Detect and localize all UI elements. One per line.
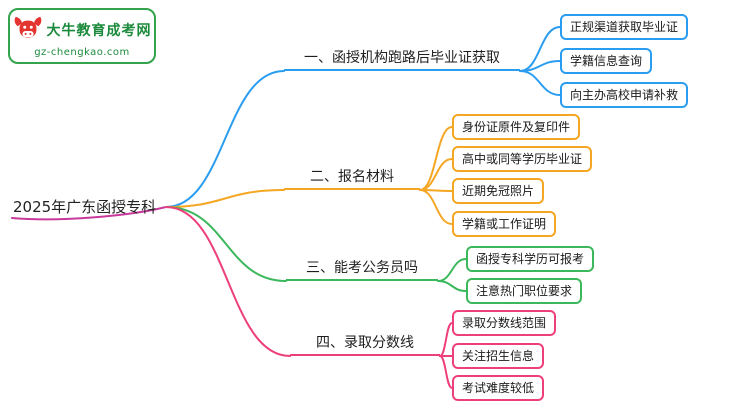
site-logo[interactable]: 大牛教育成考网 gz-chengkao.com bbox=[8, 8, 156, 64]
logo-subtitle: gz-chengkao.com bbox=[34, 46, 130, 58]
child-node: 学籍信息查询 bbox=[560, 48, 653, 74]
child-node: 函授专科学历可报考 bbox=[466, 246, 595, 272]
child-node: 高中或同等学历毕业证 bbox=[452, 146, 593, 172]
logo-title: 大牛教育成考网 bbox=[46, 22, 152, 39]
child-node: 关注招生信息 bbox=[452, 343, 545, 369]
child-node: 考试难度较低 bbox=[452, 375, 545, 401]
root-node: 2025年广东函授专科 bbox=[13, 198, 157, 216]
branch-label: 四、录取分数线 bbox=[290, 332, 440, 356]
branch-label: 二、报名材料 bbox=[284, 166, 420, 190]
child-node: 向主办高校申请补救 bbox=[560, 82, 689, 108]
child-node: 录取分数线范围 bbox=[452, 310, 557, 336]
child-node: 近期免冠照片 bbox=[452, 178, 545, 204]
child-node: 学籍或工作证明 bbox=[452, 211, 557, 237]
child-node: 身份证原件及复印件 bbox=[452, 114, 581, 140]
bull-icon bbox=[14, 16, 41, 37]
branch-label: 三、能考公务员吗 bbox=[286, 257, 438, 281]
child-node: 注意热门职位要求 bbox=[466, 278, 583, 304]
branch-label: 一、函授机构跑路后毕业证获取 bbox=[284, 47, 520, 71]
child-node: 正规渠道获取毕业证 bbox=[560, 14, 689, 40]
